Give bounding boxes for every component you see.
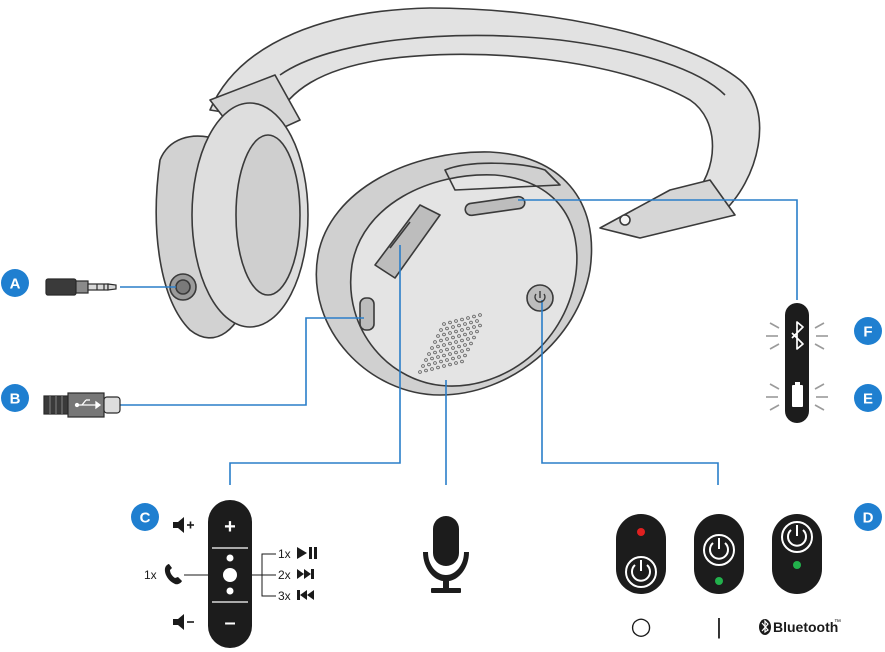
left-earcushion-inner (236, 135, 300, 295)
next-track-icon (297, 569, 314, 579)
volume-up-icon (173, 517, 194, 533)
callout-c: C (131, 503, 159, 531)
callout-e: E (854, 384, 882, 412)
callout-d: D (854, 503, 882, 531)
led-green (793, 561, 801, 569)
power-state-bluetooth (772, 514, 822, 594)
audio-jack-icon (46, 279, 116, 295)
play-press-count: 1x (278, 547, 291, 561)
state-off-label: ○ (631, 612, 652, 640)
bluetooth-brand: Bluetooth ™ (759, 619, 841, 635)
power-state-on (694, 514, 744, 594)
usb-port (360, 298, 374, 330)
callout-d-label: D (863, 510, 874, 527)
control-strip: + – (208, 500, 252, 648)
previous-track-icon (297, 590, 314, 600)
call-press-count: 1x (144, 568, 157, 582)
callout-e-label: E (863, 391, 873, 408)
microphone-icon (423, 516, 469, 593)
leader-b (98, 318, 364, 405)
bluetooth-brand-label: Bluetooth (773, 619, 838, 635)
phone-icon (165, 564, 182, 584)
led-red (637, 528, 645, 536)
callout-a-label: A (10, 276, 21, 293)
callout-f-label: F (863, 324, 872, 341)
volume-down-icon (173, 614, 194, 630)
callout-a: A (1, 269, 29, 297)
callout-b: B (1, 384, 29, 412)
previous-press-count: 3x (278, 589, 291, 603)
callout-b-label: B (10, 391, 21, 408)
callout-f: F (854, 317, 882, 345)
leader-d (542, 300, 718, 485)
track-bracket (252, 554, 276, 596)
volume-down-button: – (224, 612, 235, 634)
volume-up-button: + (224, 516, 236, 538)
state-on-label: | (716, 614, 722, 639)
next-press-count: 2x (278, 568, 291, 582)
status-indicator (766, 303, 828, 423)
bluetooth-brand-icon (759, 619, 771, 635)
battery-icon (792, 382, 803, 407)
right-slider (600, 180, 735, 238)
bluetooth-tm: ™ (834, 619, 841, 626)
power-state-off (616, 514, 666, 594)
play-pause-icon (297, 547, 317, 559)
hinge-screw (620, 215, 630, 225)
led-green (715, 577, 723, 585)
callout-c-label: C (140, 510, 151, 527)
